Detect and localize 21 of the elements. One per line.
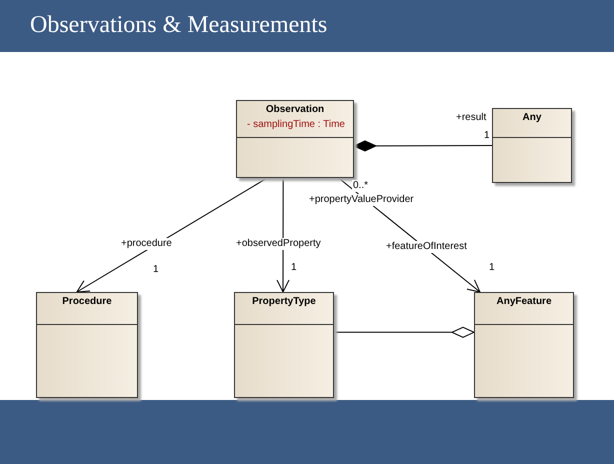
association-line bbox=[354, 140, 492, 152]
uml-class-box bbox=[236, 100, 354, 178]
class-name: Any bbox=[522, 111, 542, 123]
role-label: +procedure bbox=[120, 238, 173, 250]
role-label: +propertyValueProvider bbox=[308, 194, 415, 206]
class-name: PropertyType bbox=[251, 295, 317, 307]
role-label: +featureOfInterest bbox=[385, 241, 468, 253]
class-name: AnyFeature bbox=[495, 295, 552, 307]
association-line bbox=[334, 326, 474, 338]
attribute-text: - samplingTime : Time bbox=[246, 118, 346, 130]
uml-class-box bbox=[492, 108, 572, 183]
multiplicity-label: 0..* bbox=[352, 180, 370, 192]
class-name: Observation bbox=[264, 103, 326, 115]
association-line bbox=[276, 178, 290, 292]
slide-title: Observations & Measurements bbox=[30, 12, 328, 39]
uml-class-box bbox=[36, 292, 138, 398]
class-name: Procedure bbox=[61, 295, 113, 307]
association-line bbox=[76, 178, 266, 292]
uml-class-box bbox=[474, 292, 574, 398]
role-label: +observedProperty bbox=[235, 238, 322, 250]
uml-class-box bbox=[234, 292, 334, 398]
